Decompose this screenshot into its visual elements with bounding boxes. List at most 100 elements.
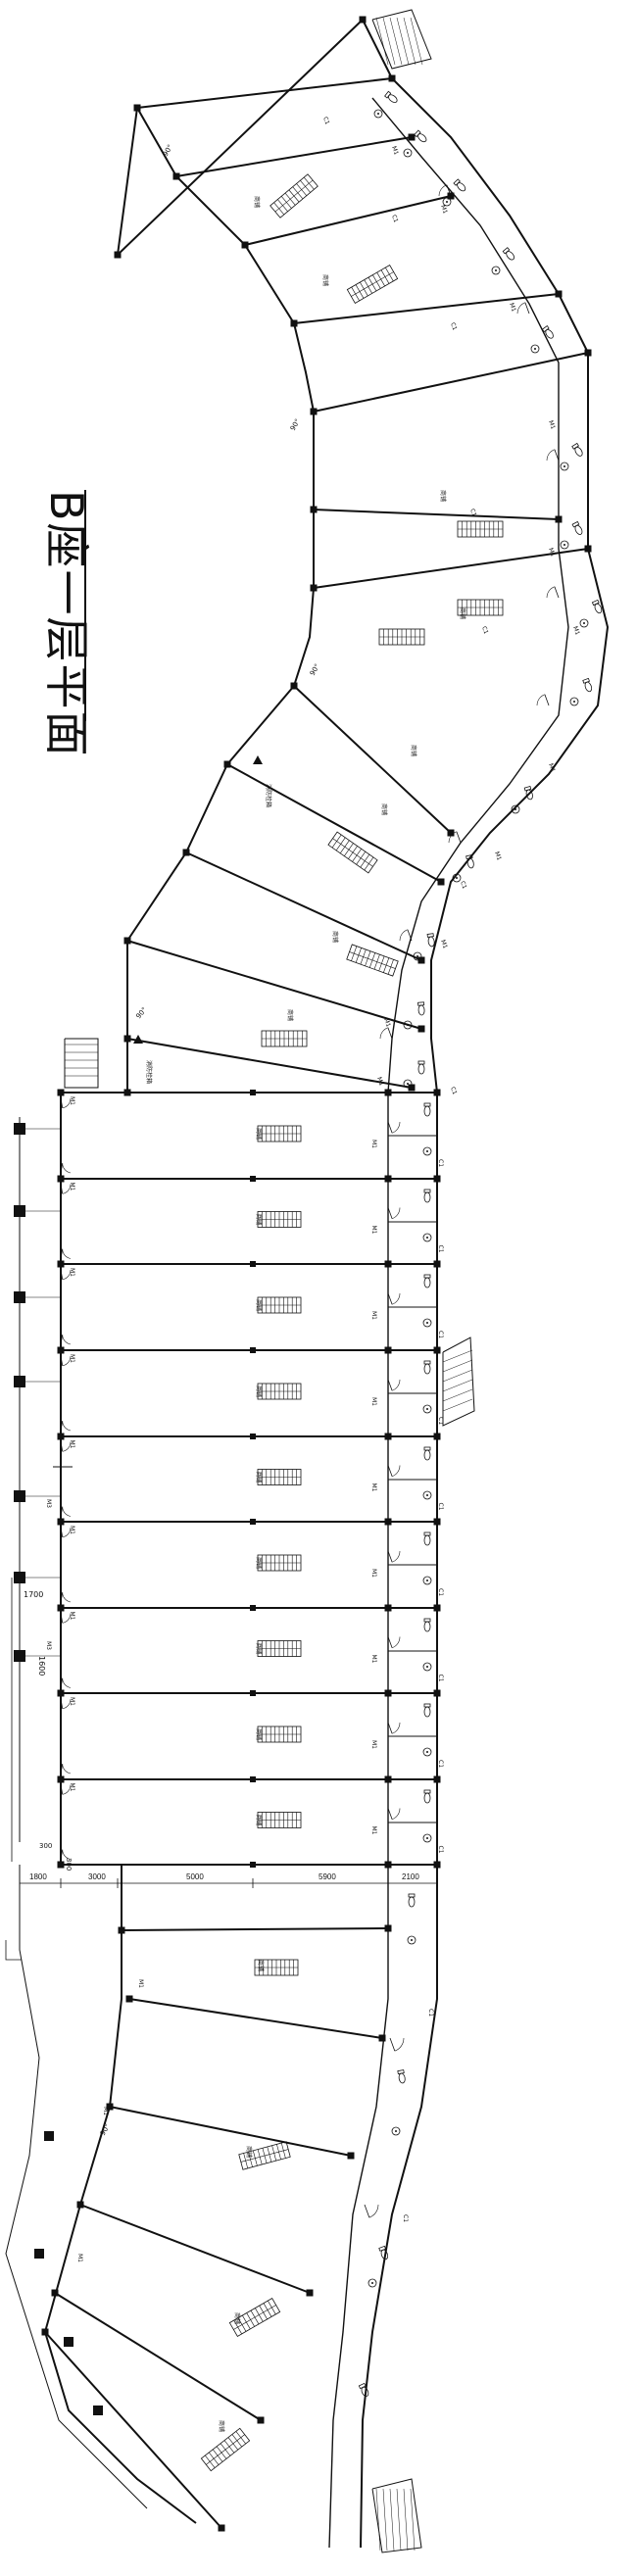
shop-label: 商铺 (255, 1214, 263, 1226)
column (57, 1518, 65, 1526)
column (433, 1260, 441, 1268)
sink-basin (452, 873, 462, 883)
door-swing (60, 1097, 72, 1109)
window-tag: C1 (468, 508, 477, 517)
door-swing (60, 1677, 72, 1688)
sink-basin (422, 1233, 432, 1242)
door-arc (62, 1248, 72, 1259)
door-tag: M1 (375, 1076, 385, 1087)
party-wall (109, 2106, 352, 2157)
party-wall (79, 2204, 311, 2294)
door-tag: M1 (69, 1783, 75, 1792)
sink-basin (422, 1318, 432, 1328)
door-swing (60, 1248, 72, 1259)
toilet-bowl (398, 2072, 406, 2084)
sink-drain (377, 113, 379, 115)
stair (378, 628, 425, 646)
column (76, 2201, 84, 2209)
stair-handrail (351, 271, 394, 297)
lower-east-wall (360, 1865, 438, 2549)
column (359, 16, 367, 24)
column (57, 1433, 65, 1440)
column (437, 878, 445, 886)
column (290, 682, 298, 690)
toilet-fixture (423, 1360, 431, 1375)
shop-label: 商铺 (439, 490, 447, 502)
door-leaf (387, 1207, 393, 1219)
column (384, 1924, 392, 1932)
lower-colonnade-edge (5, 1865, 148, 2509)
column (433, 1175, 441, 1183)
sink-drain (456, 877, 458, 879)
door-leaf (387, 1027, 393, 1040)
door-tag: M1 (69, 1183, 75, 1191)
door-swing (60, 1163, 72, 1174)
door-swing (60, 1355, 72, 1367)
upper-west-wall (117, 104, 315, 1093)
sink-drain (426, 1751, 428, 1753)
stair (257, 1211, 302, 1228)
door-leaf (544, 694, 550, 706)
column (384, 1775, 392, 1783)
door-leaf (60, 1849, 64, 1860)
column (118, 1926, 125, 1934)
sink-fixture (452, 873, 462, 883)
colonnade-column (14, 1490, 25, 1502)
stair (257, 1725, 302, 1743)
toilet-fixture (423, 1446, 431, 1461)
window-tag: C1 (459, 880, 467, 890)
stair-handrail (349, 951, 396, 969)
door-arc (391, 1550, 401, 1563)
door-arc (546, 449, 556, 462)
column (123, 937, 131, 945)
sink-basin (530, 344, 540, 354)
shop-label: 商铺 (253, 196, 261, 208)
column (555, 290, 563, 298)
shop-label: 商铺 (255, 1385, 263, 1397)
column (250, 1434, 256, 1439)
door-arc (391, 1292, 401, 1305)
sink-drain (426, 1322, 428, 1324)
leader-mark (5, 1940, 22, 1961)
colonnade-column (14, 1572, 25, 1583)
sink-fixture (422, 1490, 432, 1500)
sink-fixture (442, 197, 452, 207)
dimension-text: 300 (65, 1858, 73, 1871)
shop-label: 商铺 (255, 1815, 263, 1826)
toilet-bowl (594, 603, 603, 614)
door-swing (60, 1506, 72, 1517)
exit-stair (371, 9, 432, 70)
door-arc (62, 1849, 72, 1860)
door-leaf (524, 302, 530, 315)
column (310, 408, 318, 415)
door-swing (448, 831, 462, 844)
shop-label: 商铺 (245, 2146, 253, 2158)
column (57, 1346, 65, 1354)
shop-label: 商铺 (233, 2312, 241, 2324)
sink-basin (422, 1146, 432, 1156)
shop-label: 商铺 (459, 608, 466, 619)
door-arc (391, 1379, 401, 1391)
party-wall (313, 352, 589, 413)
column (257, 2416, 265, 2424)
sink-basin (579, 618, 589, 628)
shop-label: 商铺 (410, 745, 417, 756)
exit-stair-tread (442, 1369, 473, 1383)
sink-drain (495, 269, 497, 271)
stair (346, 944, 399, 977)
sink-basin (442, 197, 452, 207)
plan-walls (5, 9, 610, 2553)
door-tag: M1 (370, 1140, 377, 1148)
column (57, 1089, 65, 1096)
door-leaf (387, 1465, 393, 1477)
sink-basin (403, 148, 413, 158)
column (384, 1175, 392, 1183)
sink-basin (422, 1576, 432, 1585)
dimension-text: 5000 (186, 1872, 204, 1881)
angle-label: 90° (289, 417, 302, 432)
column (417, 956, 425, 964)
dimension-text: 300 (39, 1842, 52, 1850)
exit-stair-tread (442, 1379, 473, 1392)
window-tag: C1 (437, 1417, 444, 1425)
column (310, 584, 318, 592)
